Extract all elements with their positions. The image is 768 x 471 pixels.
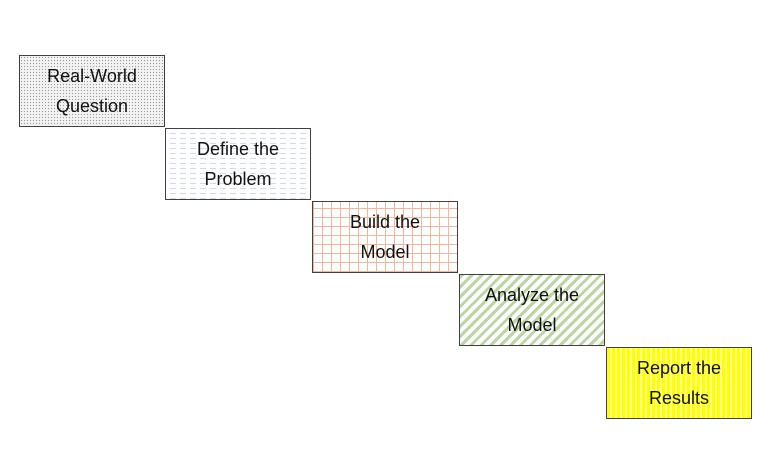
step-label: Build the Model [349, 212, 421, 262]
step-define-the-problem: Define the Problem [165, 128, 311, 200]
step-report-the-results: Report the Results [606, 347, 752, 419]
step-label: Report the Results [636, 358, 722, 408]
step-real-world-question: Real-World Question [19, 55, 165, 127]
step-label: Analyze the Model [484, 285, 580, 335]
step-analyze-the-model: Analyze the Model [459, 274, 605, 346]
step-label: Define the Problem [196, 139, 280, 189]
step-label: Real-World Question [47, 66, 137, 116]
step-build-the-model: Build the Model [312, 201, 458, 273]
